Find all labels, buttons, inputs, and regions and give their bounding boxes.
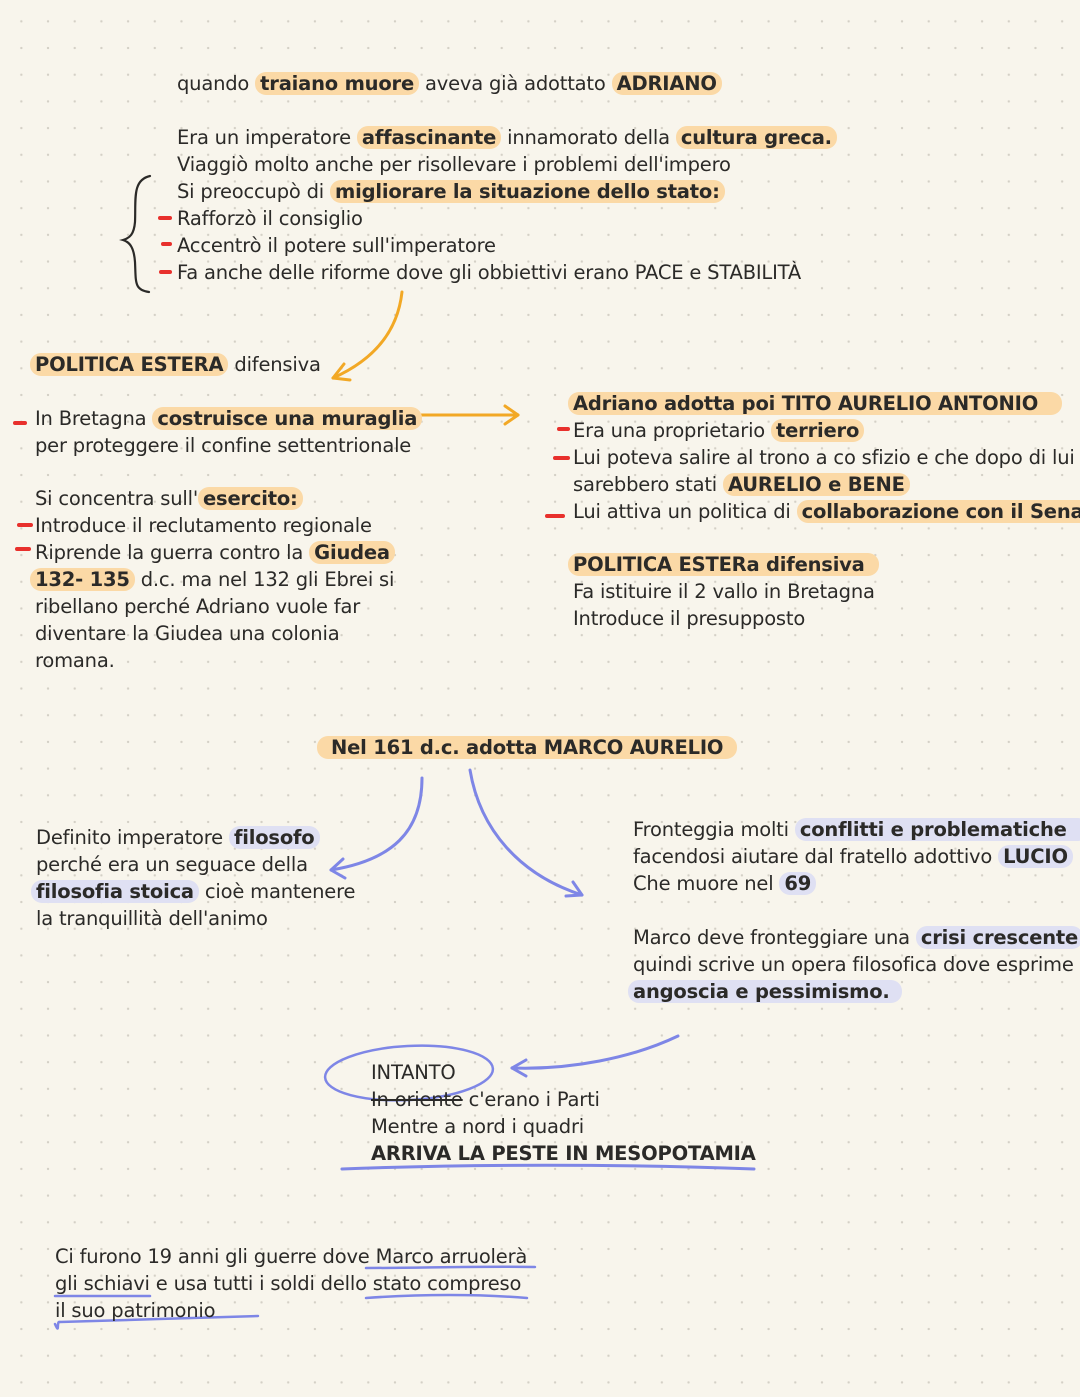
final-line-2: gli schiavi e usa tutti i soldi dello st… — [55, 1272, 522, 1295]
arrow-blue-intanto-icon — [510, 1034, 680, 1070]
intanto-line-2: Mentre a nord i quadri — [371, 1115, 585, 1138]
marco-right-2: facendosi aiutare dal fratello adottivo … — [633, 843, 1073, 870]
final-line-3: il suo patrimonio — [55, 1299, 216, 1322]
underline-marco-arruolera — [364, 1265, 537, 1270]
estera-line-7: ribellano perché Adriano vuole far — [35, 595, 361, 618]
arrow-down-left-icon — [331, 290, 404, 380]
marco-right-1: Fronteggia molti conflitti e problematic… — [633, 816, 1080, 843]
intanto-circle — [323, 1044, 495, 1102]
bullet-dash — [557, 427, 570, 431]
arrow-blue-right-icon — [468, 768, 584, 897]
estera-line-5: Riprende la guerra contro la Giudea — [35, 539, 395, 566]
marco-right-5: quindi scrive un opera filosofica dove e… — [633, 953, 1074, 976]
estera-line-3: Si concentra sull'esercito: — [35, 485, 303, 512]
underline-patrimonio — [53, 1314, 260, 1330]
marco-left-4: la tranquillità dell'animo — [36, 907, 268, 930]
curly-brace — [119, 174, 152, 294]
marco-left-2: perché era un seguace della — [36, 853, 308, 876]
tito-line-7: Fa istituire il 2 vallo in Bretagna — [573, 580, 875, 603]
tito-line-8: Introduce il presupposto — [573, 607, 806, 630]
intro-line: quando traiano muore aveva già adottato … — [177, 70, 722, 97]
marco-left-1: Definito imperatore filosofo — [36, 824, 320, 851]
marco-right-6: angoscia e pessimismo. — [628, 978, 902, 1005]
estera-line-2: per proteggere il confine settentrionale — [35, 434, 412, 457]
arrow-blue-left-icon — [329, 776, 424, 872]
adriano-line-5: Accentrò il potere sull'imperatore — [177, 234, 496, 257]
estera-line-1: In Bretagna costruisce una muraglia — [35, 405, 423, 432]
adriano-line-3: Si preoccupò di migliorare la situazione… — [177, 178, 725, 205]
bullet-dash — [15, 547, 31, 551]
marco-right-4: Marco deve fronteggiare una crisi cresce… — [633, 924, 1080, 951]
bullet-dash — [553, 456, 570, 460]
marco-title: Nel 161 d.c. adotta MARCO AURELIO — [317, 734, 738, 761]
marco-left-3: filosofia stoica cioè mantenere — [31, 878, 355, 905]
estera-line-6: 132- 135 d.c. ma nel 132 gli Ebrei si — [30, 566, 394, 593]
tito-line-2: Era una proprietario terriero — [573, 417, 865, 444]
bullet-dash — [161, 242, 172, 246]
bullet-dash — [13, 421, 27, 425]
intanto-line-3: ARRIVA LA PESTE IN MESOPOTAMIA — [371, 1142, 756, 1165]
tito-line-5: Lui attiva un politica di collaborazione… — [573, 498, 1080, 525]
tito-title: Adriano adotta poi TITO AURELIO ANTONIO — [568, 390, 1063, 417]
bullet-dash — [17, 523, 33, 527]
tito-line-3: Lui poteva salire al trono a co sfizio e… — [573, 446, 1080, 469]
peste-underline — [340, 1163, 756, 1171]
tito-line-6: POLITICA ESTERa difensiva — [568, 551, 879, 578]
adriano-line-2: Viaggiò molto anche per risollevare i pr… — [177, 153, 731, 176]
estera-line-9: romana. — [35, 649, 115, 672]
adriano-line-1: Era un imperatore affascinante innamorat… — [177, 124, 837, 151]
intanto-line-1: In oriente c'erano i Parti — [371, 1088, 600, 1111]
final-line-1: Ci furono 19 anni gli guerre dove Marco … — [55, 1245, 528, 1268]
underline-stato-compreso — [364, 1293, 529, 1300]
adriano-line-6: Fa anche delle riforme dove gli obbietti… — [177, 261, 801, 284]
estera-line-8: diventare la Giudea una colonia — [35, 622, 340, 645]
bullet-dash — [158, 216, 172, 220]
bullet-dash — [159, 270, 172, 274]
adriano-line-4: Rafforzò il consiglio — [177, 207, 363, 230]
tito-line-4: sarebbero stati AURELIO e BENE — [573, 471, 910, 498]
estera-title: POLITICA ESTERA difensiva — [30, 351, 321, 378]
marco-right-3: Che muore nel 69 — [633, 870, 817, 897]
intanto-title: INTANTO — [371, 1061, 456, 1084]
bullet-dash — [545, 514, 565, 518]
estera-line-4: Introduce il reclutamento regionale — [35, 514, 372, 537]
